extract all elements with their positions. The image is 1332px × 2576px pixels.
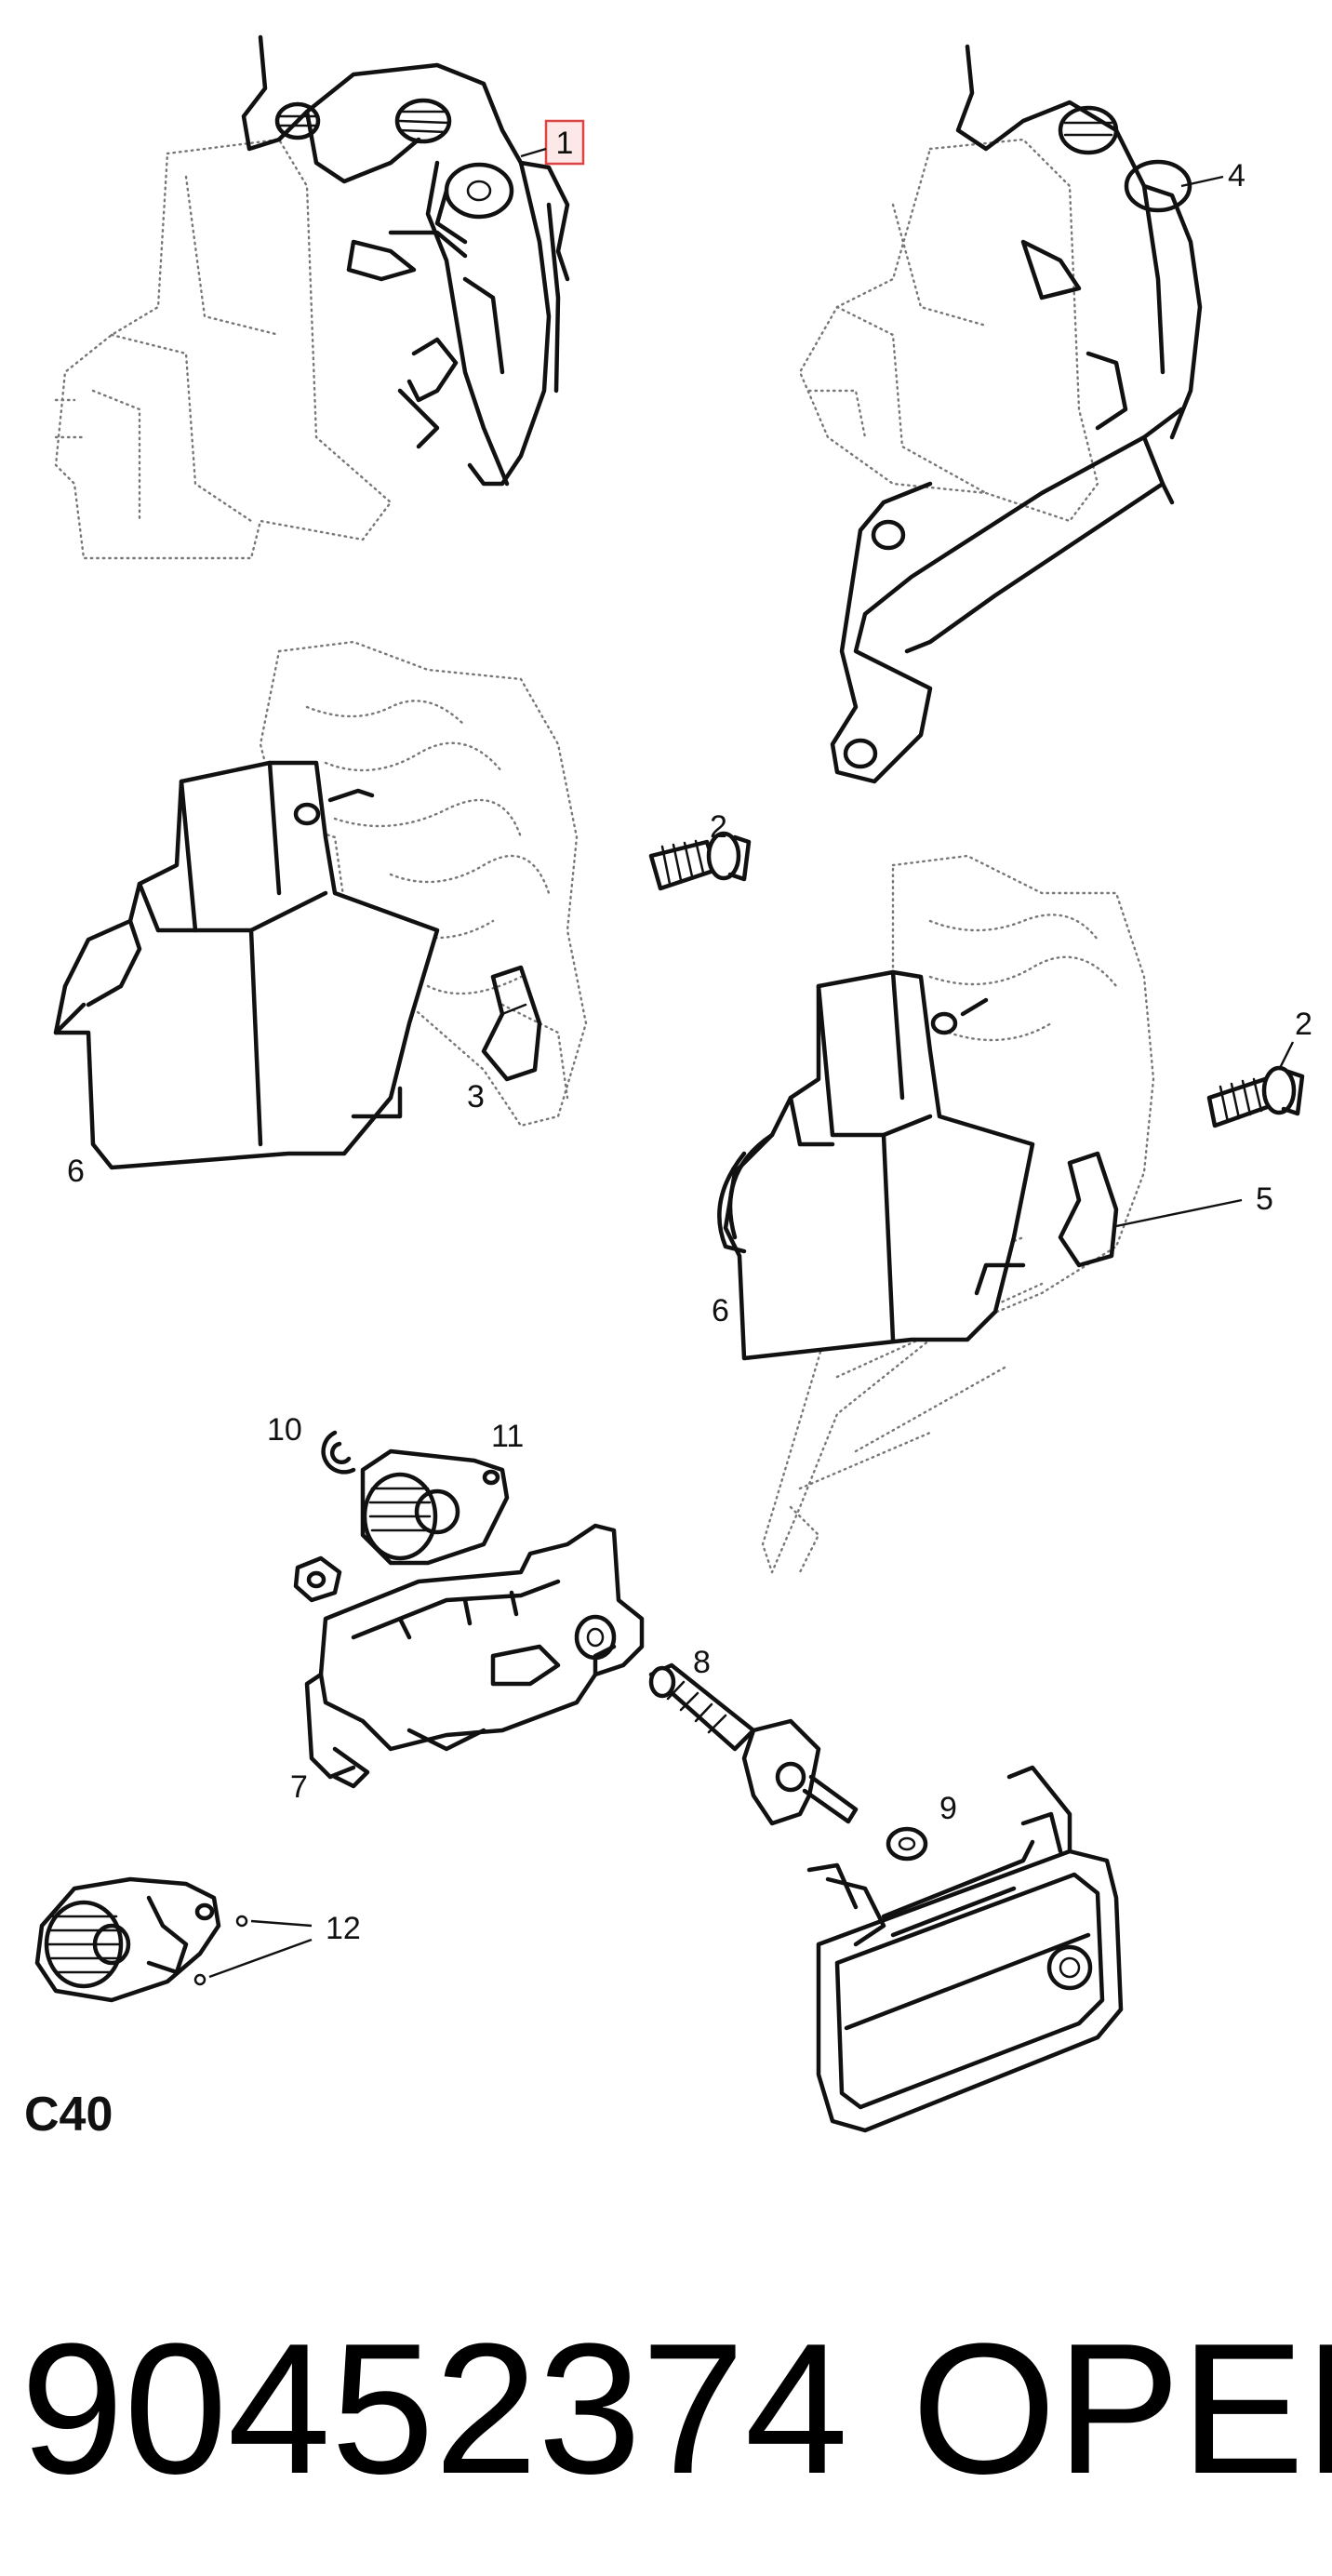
lock-assembly-illustration-1 [54, 34, 570, 560]
svg-text:1: 1 [556, 126, 574, 161]
callout-10[interactable]: 10 [267, 1412, 302, 1448]
nut-illustration [293, 1555, 342, 1603]
callout-6b[interactable]: 6 [712, 1293, 729, 1328]
section-code: C40 [24, 2088, 113, 2142]
callout-3[interactable]: 3 [467, 1079, 485, 1114]
washer-illustration-9 [886, 1826, 928, 1862]
screw-illustration-2b [1206, 1065, 1305, 1128]
spring-housing-illustration-11 [360, 1448, 510, 1566]
callout-4[interactable]: 4 [1228, 158, 1245, 194]
handle-bracket-illustration-8 [304, 1523, 645, 1789]
callout-2b[interactable]: 2 [1295, 1007, 1312, 1042]
outside-door-handle-illustration [806, 1765, 1124, 2133]
callout-8[interactable]: 7 [290, 1769, 308, 1805]
callout-11[interactable]: 11 [491, 1419, 524, 1454]
callout-9[interactable]: 9 [939, 1791, 957, 1826]
lock-with-bracket-illustration-4 [798, 44, 1203, 784]
retaining-clip-illustration-10 [321, 1430, 356, 1475]
callout-5[interactable]: 5 [1256, 1181, 1273, 1217]
callout-6a[interactable]: 6 [67, 1154, 85, 1189]
lock-with-cover-illustration-5 [717, 854, 1155, 1574]
callout-1[interactable]: 1 [544, 119, 585, 166]
part-number: 90452374 [20, 2305, 848, 2513]
callout-12[interactable]: 12 [326, 1911, 361, 1946]
spring-assembly-illustration-12 [34, 1876, 248, 2003]
lock-cylinder-and-key-illustration-7 [648, 1662, 859, 1826]
callout-7[interactable]: 8 [693, 1645, 711, 1680]
callout-2a[interactable]: 2 [710, 809, 727, 845]
lock-with-cover-illustration-6 [53, 640, 588, 1170]
brand-name: OPEL [912, 2305, 1332, 2513]
screw-illustration-2a [648, 831, 752, 891]
